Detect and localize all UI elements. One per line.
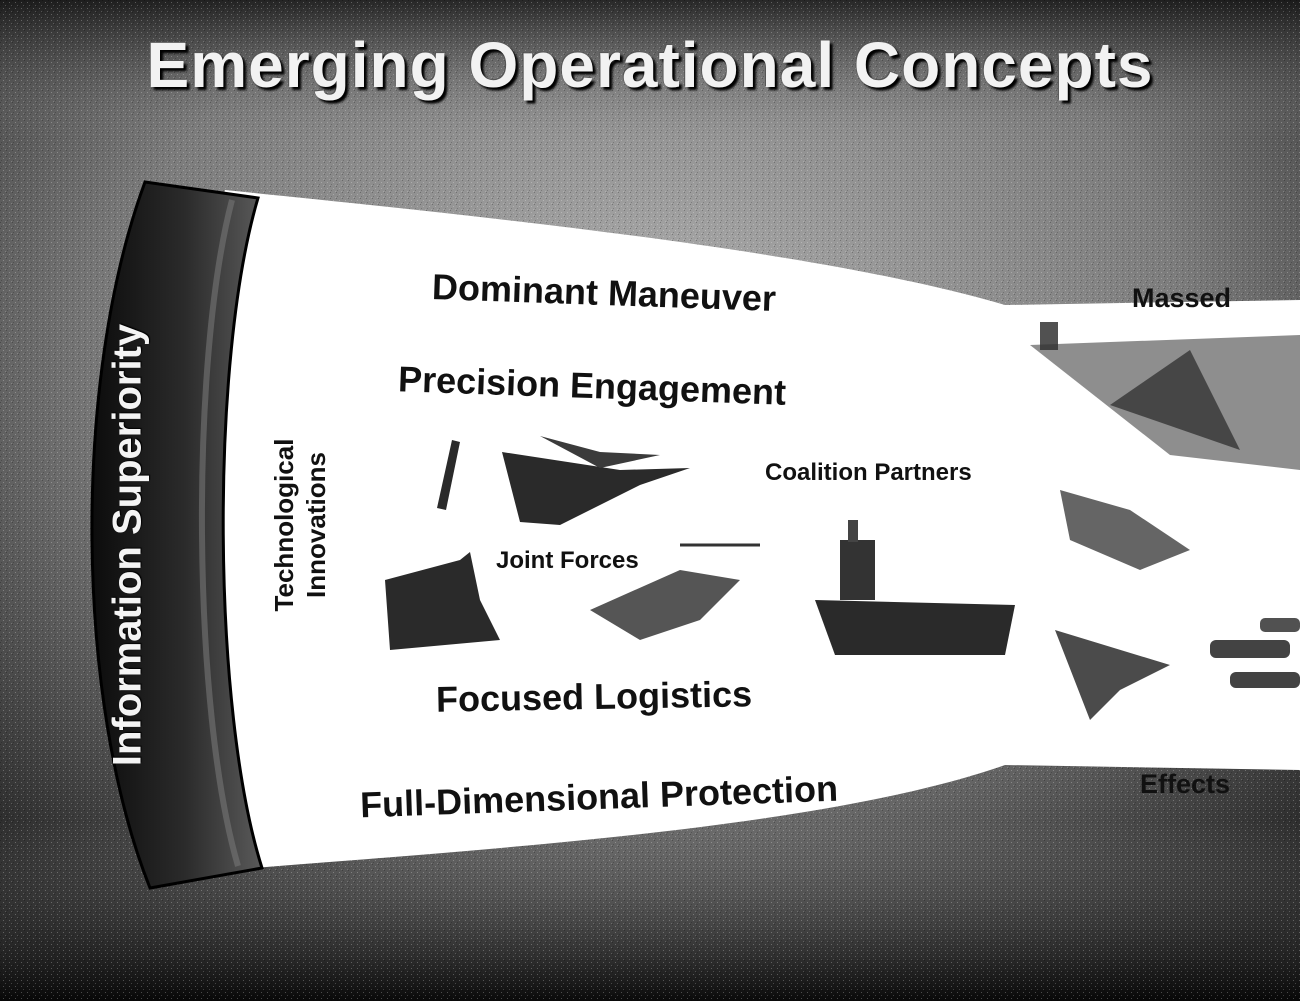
information-superiority-label: Information Superiority	[105, 323, 150, 767]
massed-label: Massed	[1132, 283, 1232, 313]
joint-forces-label: Joint Forces	[496, 547, 639, 574]
focused-logistics-label: Focused Logistics	[435, 673, 753, 720]
information-superiority-arc	[90, 180, 264, 890]
tech-label-line2: Innovations	[301, 452, 331, 598]
technological-innovations-label: Technological Innovations	[268, 439, 332, 612]
tech-label-line1: Technological	[269, 438, 299, 612]
slide-title: Emerging Operational Concepts	[146, 29, 1154, 101]
joint-forces-image	[385, 436, 1015, 655]
massed-effects-image	[1030, 322, 1300, 720]
coalition-partners-label: Coalition Partners	[765, 459, 972, 486]
funnel-shape	[203, 190, 1300, 870]
effects-label: Effects	[1140, 769, 1231, 799]
